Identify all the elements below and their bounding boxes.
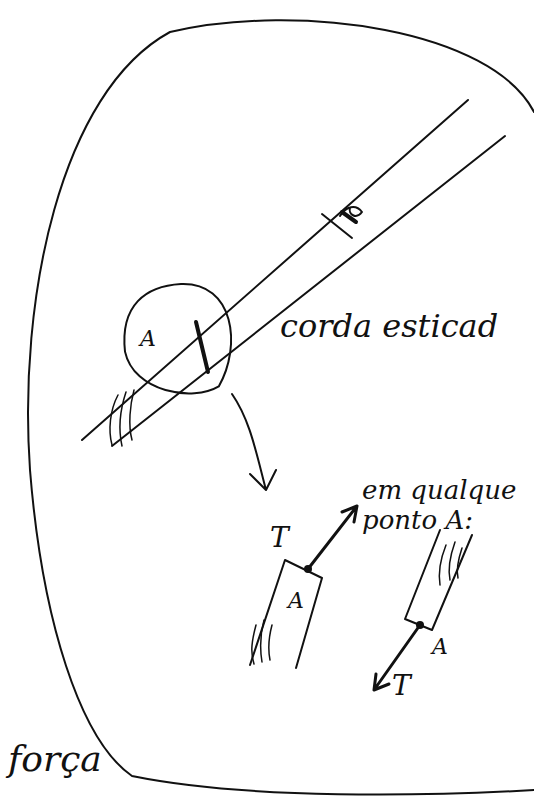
rope-hatching bbox=[439, 542, 462, 585]
sketch-label: corda esticad bbox=[280, 308, 498, 345]
sketch-label: T bbox=[270, 522, 289, 554]
rope-knot bbox=[322, 207, 362, 238]
sketch-label: A bbox=[288, 588, 304, 613]
sketch-label: A bbox=[432, 634, 448, 659]
region-outline bbox=[28, 20, 534, 794]
rope-piece bbox=[405, 530, 472, 630]
sketch-label: T bbox=[392, 670, 411, 702]
circle-outline bbox=[122, 282, 240, 398]
rope-knot bbox=[342, 212, 356, 222]
rope-hatching bbox=[252, 620, 272, 664]
circle-outline bbox=[124, 284, 231, 393]
rope-edge bbox=[82, 100, 468, 440]
sketch-label: em qualque ponto A: bbox=[362, 476, 530, 536]
rope-edge bbox=[112, 136, 505, 446]
rope-hatching bbox=[110, 390, 134, 446]
zoom-circle: A bbox=[122, 282, 240, 398]
zoom-arrow bbox=[232, 394, 276, 490]
rope-piece bbox=[250, 560, 322, 668]
sketch-label: força bbox=[8, 738, 102, 779]
tension-arrow bbox=[308, 506, 357, 569]
point-label: A bbox=[140, 326, 156, 351]
cut-mark bbox=[196, 322, 208, 372]
